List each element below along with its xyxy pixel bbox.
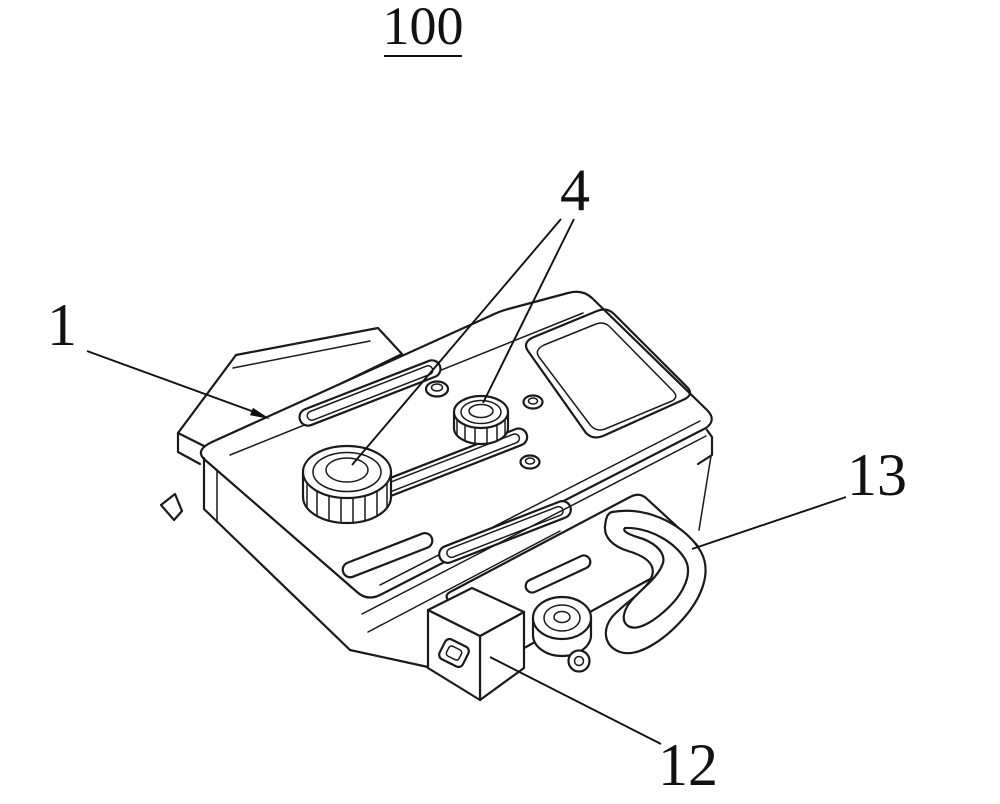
label-12: 12 — [489, 656, 718, 798]
annotations: 100 4 1 13 12 — [47, 0, 907, 798]
leader-line — [482, 218, 575, 404]
mounting-slot — [298, 359, 442, 427]
connector-block — [426, 586, 526, 702]
dome-bump — [519, 454, 541, 470]
knurled-screw-large — [301, 444, 393, 525]
knurling — [456, 418, 506, 445]
label-1: 1 — [47, 292, 270, 419]
lock-lever — [603, 509, 707, 655]
connector-hole — [438, 637, 470, 669]
body-underside — [159, 428, 714, 669]
top-recess — [524, 308, 692, 439]
pivot-hub — [531, 595, 593, 673]
left-wing-plate — [176, 326, 404, 466]
label-4: 4 — [351, 157, 590, 466]
part-label-1: 1 — [47, 292, 77, 358]
knurling — [306, 482, 388, 524]
part-label-12: 12 — [658, 732, 718, 798]
mounting-slots — [298, 359, 572, 579]
left-hook-tab — [159, 492, 184, 522]
knurled-screw-small — [452, 394, 510, 446]
part-label-4: 4 — [560, 157, 590, 223]
figure-number-label: 100 — [383, 0, 464, 56]
leader-line — [489, 656, 662, 745]
part-label-13: 13 — [847, 442, 907, 508]
leader-line — [691, 496, 847, 550]
pivot-knob — [567, 649, 591, 673]
label-13: 13 — [691, 442, 907, 550]
dome-bump — [424, 380, 450, 398]
dome-bump — [522, 394, 544, 410]
leader-line — [86, 350, 258, 414]
mounting-slot — [341, 532, 434, 579]
leader-arrowhead — [250, 407, 270, 419]
leader-line — [351, 218, 562, 466]
